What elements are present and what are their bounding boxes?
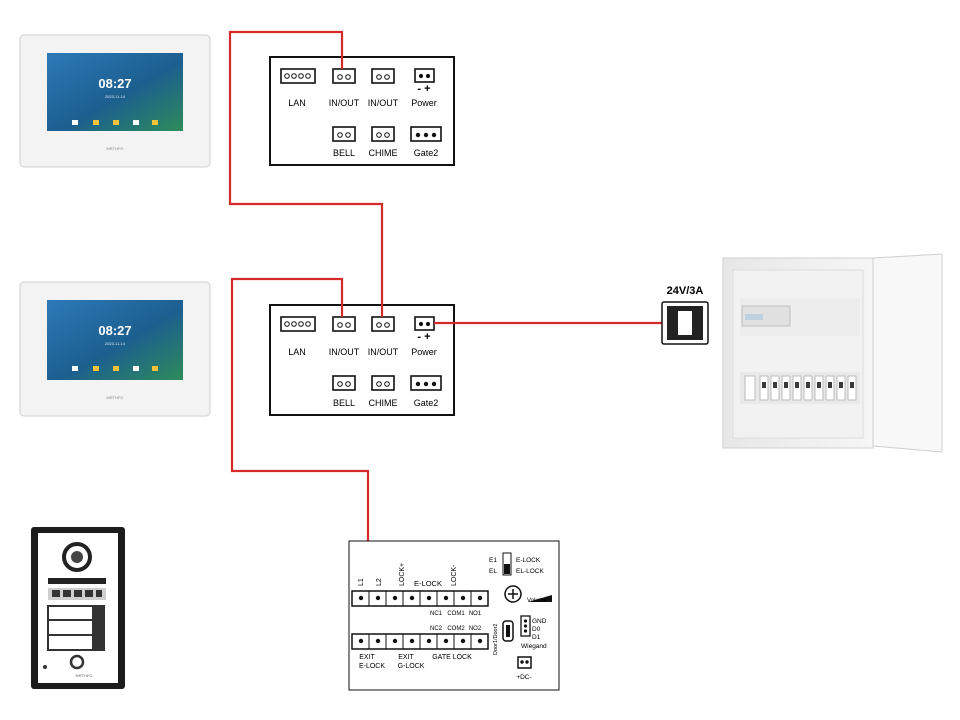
monitor-date: 2023-11-14 xyxy=(105,341,126,346)
in-out-port-icon xyxy=(371,68,395,84)
bell-port-icon xyxy=(332,375,356,391)
monitor-brand: MRTHFG xyxy=(106,146,123,151)
power-port-icon xyxy=(414,316,435,331)
wire-monitor2-outdoor xyxy=(230,277,370,557)
bell-label: BELL xyxy=(333,398,355,408)
exit-glock-label: G-LOCK xyxy=(398,663,425,670)
terminal-block-1: - + LAN IN/OUT IN/OUT Power BELL CHIME G… xyxy=(269,56,455,166)
nc1-label: NC1 xyxy=(430,611,443,617)
com1-label: COM1 xyxy=(447,611,465,617)
exit-elock-label: E-LOCK xyxy=(359,663,385,670)
monitor-time: 08:27 xyxy=(98,76,131,91)
switch-elock-label: E-LOCK xyxy=(516,557,541,564)
l2-label: L2 xyxy=(376,578,383,586)
psu-label: 24V/3A xyxy=(667,285,704,297)
terminal-row-bottom xyxy=(351,633,489,650)
in-out-port-icon xyxy=(332,68,356,84)
switch-el-label: EL xyxy=(489,568,497,575)
wire-monitor1 xyxy=(228,30,384,317)
lan-label: LAN xyxy=(288,347,306,357)
power-label: Power xyxy=(411,98,437,108)
exit-label: EXIT xyxy=(359,654,375,661)
in-out-label: IN/OUT xyxy=(368,347,399,357)
gate2-label: Gate2 xyxy=(414,148,439,158)
bell-label: BELL xyxy=(333,148,355,158)
lan-port-icon xyxy=(280,316,316,332)
dc-label: +DC- xyxy=(516,674,531,681)
gate-lock-label: GATE LOCK xyxy=(432,654,472,661)
no1-label: NO1 xyxy=(469,611,482,617)
power-polarity: - + xyxy=(417,83,430,95)
nc2-label: NC2 xyxy=(430,626,443,632)
chime-label: CHIME xyxy=(369,148,398,158)
in-out-label: IN/OUT xyxy=(329,98,360,108)
elock-label: E-LOCK xyxy=(414,579,442,588)
distribution-cabinet xyxy=(722,253,943,453)
gate2-label: Gate2 xyxy=(414,398,439,408)
outdoor-station: MRTHFG xyxy=(31,527,125,689)
monitor-time: 08:27 xyxy=(98,323,131,338)
monitor-app-icons xyxy=(72,366,158,371)
meter-module xyxy=(741,305,791,327)
dc-port-icon xyxy=(517,656,532,669)
monitor-brand: MRTHFG xyxy=(106,395,123,400)
call-button-icon xyxy=(69,654,85,670)
power-port-icon xyxy=(414,68,435,83)
doorbell-board: L1 L2 LOCK+ LOCK- E-LOCK NC1 COM1 NO1 NC… xyxy=(348,540,560,691)
lock-minus-label: LOCK- xyxy=(451,564,458,586)
wiegand-label: Wiegand xyxy=(521,643,547,650)
com2-label: COM2 xyxy=(447,626,465,632)
outdoor-brand: MRTHFG xyxy=(75,673,92,678)
switch-e1-label: E1 xyxy=(489,557,497,564)
monitor-screen xyxy=(47,53,183,131)
volume-label: Volume xyxy=(527,598,548,604)
in-out-label: IN/OUT xyxy=(368,98,399,108)
in-out-port-icon xyxy=(332,316,356,332)
power-label: Power xyxy=(411,347,437,357)
chime-label: CHIME xyxy=(369,398,398,408)
lan-port-icon xyxy=(280,68,316,84)
bell-port-icon xyxy=(332,126,356,142)
d0-label: D0 xyxy=(532,626,541,633)
cabinet-door xyxy=(872,253,943,453)
in-out-port-icon xyxy=(371,316,395,332)
chime-port-icon xyxy=(371,126,395,142)
monitor-date: 2023-11-14 xyxy=(105,94,126,99)
volume-wedge-icon xyxy=(528,595,552,602)
gnd-label: GND xyxy=(532,618,547,625)
chime-port-icon xyxy=(371,375,395,391)
switch-ellock-label: EL-LOCK xyxy=(516,568,544,575)
no2-label: NO2 xyxy=(469,626,482,632)
power-polarity: - + xyxy=(417,331,430,343)
lan-label: LAN xyxy=(288,98,306,108)
in-out-label: IN/OUT xyxy=(329,347,360,357)
power-supply: 24V/3A xyxy=(661,285,709,345)
exit-label: EXIT xyxy=(398,654,414,661)
doorsensor-label: Door1/Door2 xyxy=(493,624,499,656)
indoor-monitor-1: 08:27 2023-11-14 MRTHFG xyxy=(19,34,211,168)
l1-label: L1 xyxy=(358,578,365,586)
d1-label: D1 xyxy=(532,634,541,641)
indoor-monitor-2: 08:27 2023-11-14 MRTHFG xyxy=(19,281,211,417)
terminal-row-top xyxy=(351,590,489,607)
terminal-block-2: - + LAN IN/OUT IN/OUT Power BELL CHIME G… xyxy=(269,304,455,416)
monitor-app-icons xyxy=(72,120,158,125)
lock-plus-label: LOCK+ xyxy=(399,563,406,586)
